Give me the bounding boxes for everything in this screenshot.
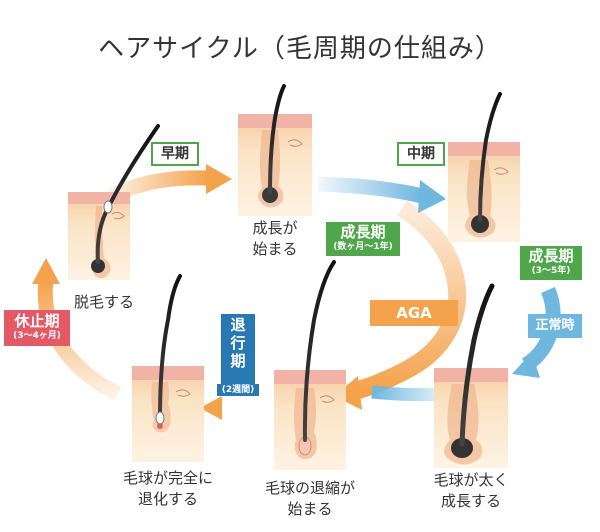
caption-bulb-shrink-line2: 始まる <box>287 500 333 518</box>
arrow-aga <box>334 200 466 410</box>
label-mid: 中期 <box>397 142 445 166</box>
arrow-telogen <box>32 258 122 401</box>
caption-early: 成長が 始まる <box>238 218 312 260</box>
panel-early <box>238 84 312 216</box>
label-catagen: 退 行 期 <box>221 314 255 384</box>
arrow-catagen <box>200 396 262 420</box>
arrow-mid <box>317 176 446 213</box>
caption-bulb-thick: 毛球が太く 成長する <box>418 470 524 512</box>
label-catagen-1: 退 <box>230 316 246 334</box>
panel-shedding <box>68 124 160 280</box>
label-catagen-2: 行 <box>230 334 246 352</box>
label-telogen-sub: (3〜4ヶ月) <box>13 331 61 341</box>
label-anagen-main-sub: (数ヶ月〜1年) <box>333 242 393 252</box>
label-anagen-main: 成長期 (数ヶ月〜1年) <box>326 222 400 256</box>
label-anagen-normal-sub: (3〜5年) <box>531 266 571 276</box>
caption-bulb-full: 毛球が完全に 退化する <box>108 468 228 510</box>
caption-shedding: 脱毛する <box>73 293 134 311</box>
caption-bulb-shrink-line1: 毛球の退縮が <box>264 479 355 497</box>
label-catagen-sub: (2週間) <box>217 384 259 396</box>
caption-bulb-thick-line2: 成長する <box>440 492 501 510</box>
label-telogen-text: 休止期 <box>14 312 60 330</box>
label-anagen-main-text: 成長期 <box>340 223 386 241</box>
panel-bulb-thick <box>434 283 508 468</box>
caption-bulb-full-line1: 毛球が完全に <box>122 469 213 487</box>
label-telogen: 休止期 (3〜4ヶ月) <box>4 310 70 346</box>
label-aga: AGA <box>370 300 458 326</box>
caption-early-line1: 成長が <box>252 219 298 237</box>
panel-bulb-shrink <box>274 260 346 470</box>
label-early: 早期 <box>151 142 199 166</box>
label-normal: 正常時 <box>528 314 582 338</box>
caption-early-line2: 始まる <box>252 240 298 258</box>
label-catagen-3: 期 <box>230 352 246 370</box>
panel-mid <box>448 92 520 242</box>
caption-bulb-thick-line1: 毛球が太く <box>433 471 509 489</box>
page-title: ヘアサイクル（毛周期の仕組み） <box>98 34 502 64</box>
panel-bulb-full <box>132 274 204 462</box>
caption-bulb-full-line2: 退化する <box>137 490 198 508</box>
label-anagen-normal-text: 成長期 <box>528 247 574 265</box>
label-anagen-normal: 成長期 (3〜5年) <box>520 246 582 280</box>
caption-bulb-shrink: 毛球の退縮が 始まる <box>252 478 368 520</box>
